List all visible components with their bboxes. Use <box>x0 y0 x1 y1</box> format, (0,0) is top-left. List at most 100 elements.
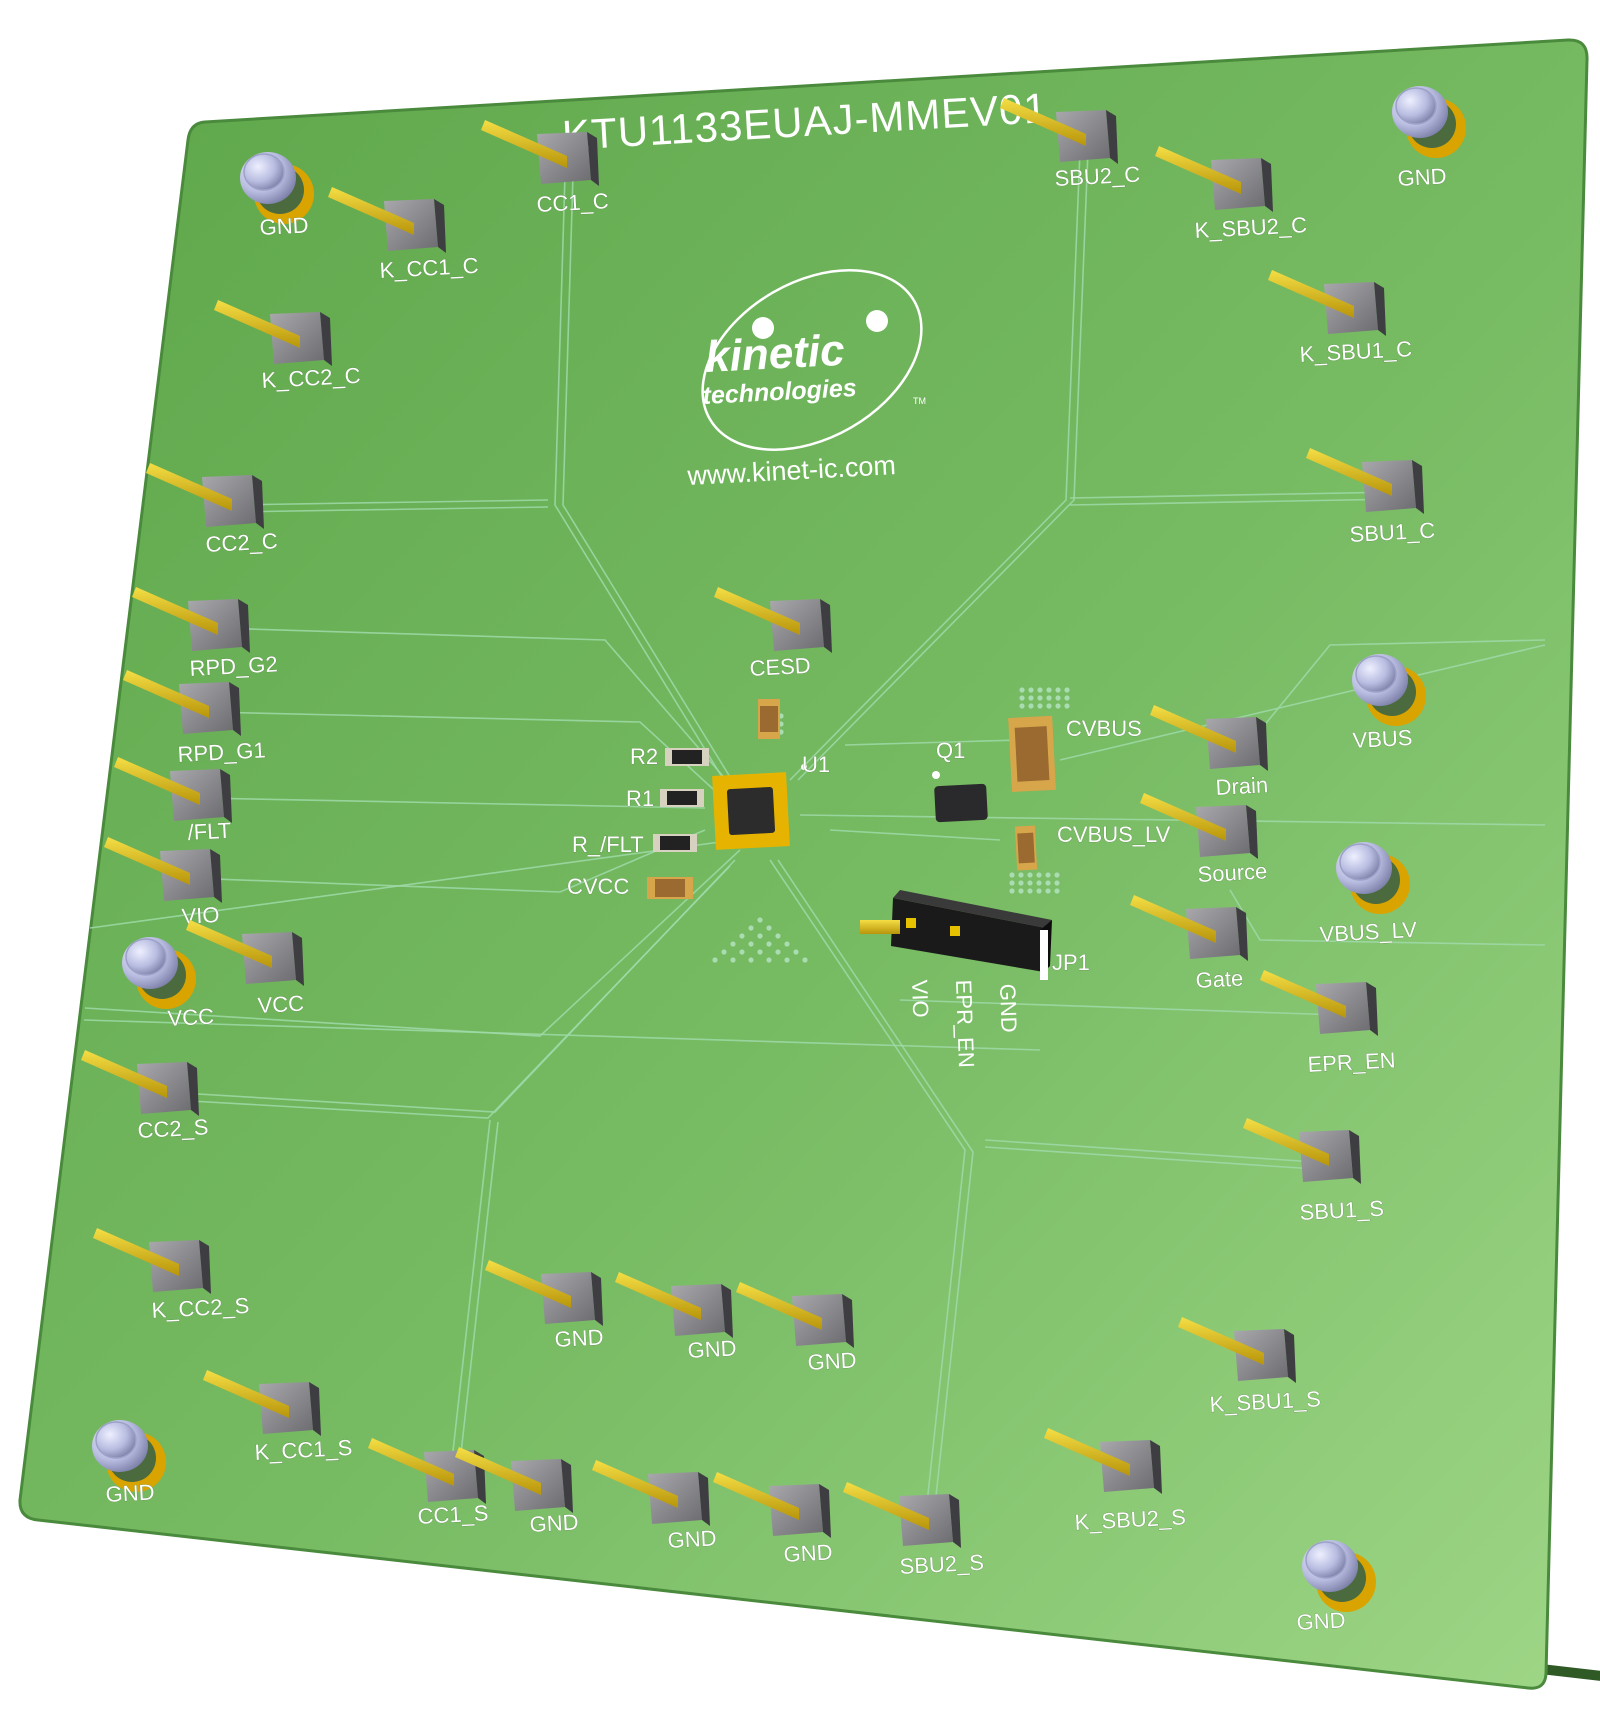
r2-resistor <box>665 748 709 766</box>
q1-label: Q1 <box>936 738 965 763</box>
via <box>1037 687 1043 693</box>
test-point-top <box>125 938 167 976</box>
via <box>784 941 790 947</box>
via <box>757 917 763 923</box>
header-label: VCC <box>257 991 305 1018</box>
test-point-label: VCC <box>167 1004 215 1031</box>
via <box>1064 687 1070 693</box>
header-body-side <box>309 1382 321 1436</box>
header-pin: GND <box>736 1282 857 1375</box>
pcb-trace <box>199 797 706 809</box>
pcb-trace <box>1069 491 1401 499</box>
header-body-side <box>1374 282 1386 336</box>
header-gold-pin <box>214 300 300 348</box>
header-pin: K_SBU2_S <box>1044 1428 1187 1535</box>
via <box>1019 703 1025 709</box>
via <box>712 957 718 963</box>
via <box>1028 695 1034 701</box>
header-gold-pin <box>146 463 232 511</box>
pcb-trace <box>1069 498 1401 506</box>
test-point: VBUS_LV <box>1319 842 1418 947</box>
pcb-traces <box>83 149 1546 1525</box>
via <box>1055 703 1061 709</box>
via <box>1028 703 1034 709</box>
header-pin: SBU2_S <box>843 1482 985 1579</box>
test-point-top <box>1395 87 1437 125</box>
header-body-side <box>721 1284 733 1338</box>
header-label: RPD_G1 <box>177 737 266 767</box>
header-body-side <box>434 199 446 253</box>
via <box>1027 888 1033 894</box>
via <box>775 949 781 955</box>
via <box>1064 703 1070 709</box>
via <box>1018 872 1024 878</box>
header-pin: RPD_G2 <box>132 587 278 681</box>
q1-pin1-marker <box>932 771 940 779</box>
header-pin: K_SBU1_C <box>1268 270 1413 367</box>
via <box>1055 695 1061 701</box>
via <box>1046 687 1052 693</box>
header-gold-pin <box>1155 146 1241 194</box>
header-gold-pin <box>203 1370 289 1418</box>
header-pin: Drain <box>1150 705 1269 800</box>
via <box>1036 872 1042 878</box>
pcb-trace <box>1059 644 1546 761</box>
header-pin: /FLT <box>114 757 232 845</box>
via <box>1009 880 1015 886</box>
header-gold-pin <box>843 1482 929 1530</box>
via <box>802 957 808 963</box>
header-pin: GND <box>485 1260 604 1352</box>
via <box>748 941 754 947</box>
pcb-trace <box>769 859 966 1523</box>
via <box>1027 880 1033 886</box>
header-pin: GND <box>713 1472 833 1567</box>
header-body-side <box>949 1494 961 1548</box>
header-pin: CC1_C <box>481 120 610 217</box>
via <box>748 957 754 963</box>
header-body-side <box>1246 805 1258 859</box>
via <box>1027 872 1033 878</box>
header-gold-pin <box>1260 970 1346 1018</box>
pcb-trace <box>844 739 1021 746</box>
header-body-side <box>292 932 304 986</box>
via <box>1009 872 1015 878</box>
header-gold-pin <box>1306 448 1392 496</box>
pcb-trace <box>209 711 726 801</box>
r1-resistor <box>660 789 704 807</box>
cvbus-lv-capacitor <box>1014 825 1038 871</box>
header-pin: EPR_EN <box>1260 970 1396 1077</box>
logo-wordmark: kinetic <box>704 326 846 382</box>
pcb-trace <box>797 149 1089 781</box>
q1-transistor <box>934 783 988 823</box>
via <box>739 933 745 939</box>
header-gold-pin <box>368 1438 454 1486</box>
cvcc-label: CVCC <box>567 874 629 899</box>
header-pin: Source <box>1140 793 1268 887</box>
pcb-trace <box>457 1121 499 1481</box>
header-label: K_CC2_S <box>151 1293 250 1323</box>
test-point: GND <box>1392 86 1466 191</box>
via <box>1018 888 1024 894</box>
test-point-label: GND <box>1397 163 1447 191</box>
header-body-side <box>591 1272 603 1326</box>
header-pin: GND <box>455 1447 579 1537</box>
header-gold-pin <box>714 587 800 635</box>
r2-label: R2 <box>630 744 658 769</box>
pcb-trace <box>789 149 1081 781</box>
logo-trademark: TM <box>913 396 926 406</box>
header-body-side <box>1366 982 1378 1036</box>
test-point-label: GND <box>259 212 309 240</box>
header-gold-pin <box>123 670 209 718</box>
via <box>766 941 772 947</box>
header-body-side <box>698 1472 710 1526</box>
via <box>730 941 736 947</box>
header-gold-pin <box>1000 98 1086 146</box>
header-gold-pin <box>1178 1317 1264 1365</box>
via <box>766 957 772 963</box>
test-point-top <box>243 153 285 191</box>
header-pin: VIO <box>104 837 222 929</box>
via <box>1018 880 1024 886</box>
via <box>748 925 754 931</box>
